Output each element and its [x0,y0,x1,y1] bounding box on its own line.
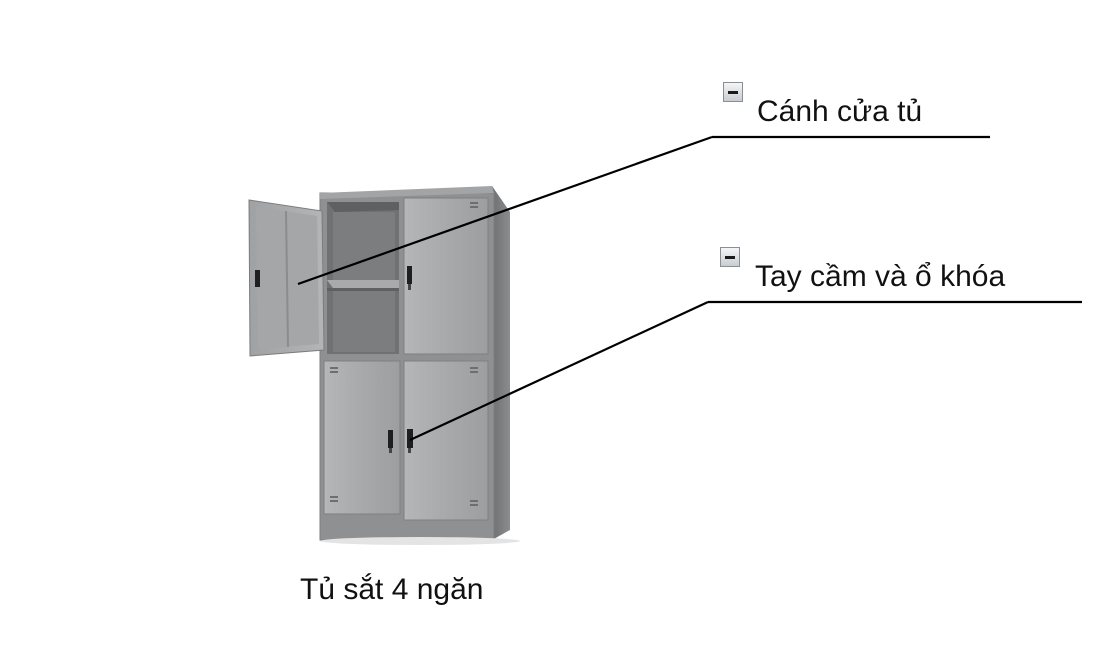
cabinet-image [248,186,520,545]
cabinet-door-bottom-right [403,360,489,521]
callout-label-door: Cánh cửa tủ [757,95,923,128]
callout-leaders [297,135,1082,441]
cabinet-door-bottom-left [323,360,401,515]
callout-label-lock: Tay cầm và ổ khóa [755,260,1006,293]
collapse-toggle-lock-callout[interactable] [720,247,740,267]
collapse-toggle-door-callout[interactable] [723,82,743,102]
leader-line-lock [409,301,709,441]
leader-line-door [297,135,713,286]
lock-handle-open-door [255,270,260,287]
image-caption: Tủ sắt 4 ngăn [300,573,484,606]
lock-handle-bottom-left [388,430,393,453]
cabinet-door-top-right [403,197,489,355]
lock-handle-bottom-right [407,429,413,453]
cabinet-shelf [327,280,399,290]
cabinet-side-panel [492,186,510,540]
lock-handle-top-right [407,266,412,290]
